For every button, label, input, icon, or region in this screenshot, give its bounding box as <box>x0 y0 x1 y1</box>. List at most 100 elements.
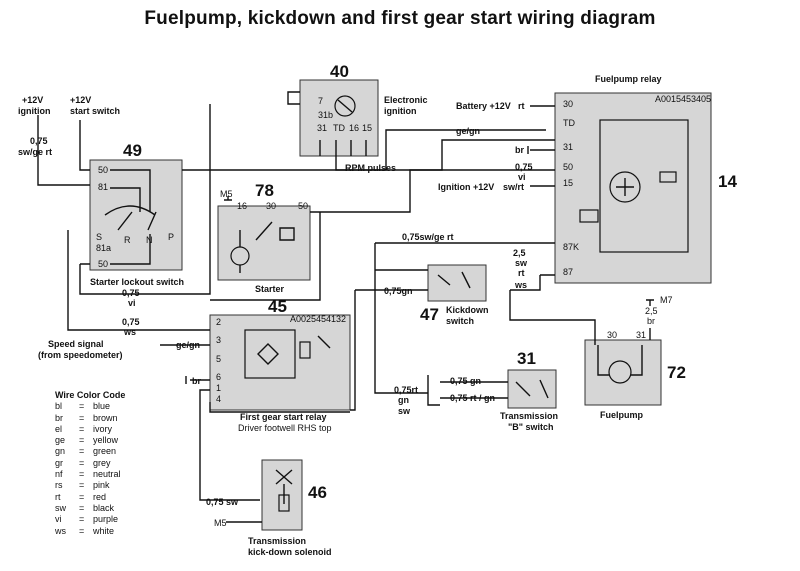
legend-row: sw=black <box>55 503 125 514</box>
c40-term-15: 15 <box>362 123 372 133</box>
c72-term-30: 30 <box>607 330 617 340</box>
c14-name: Fuelpump relay <box>595 74 662 84</box>
legend-code: vi <box>55 514 62 525</box>
c49-term-p: P <box>168 232 174 242</box>
legend-color-name: blue <box>93 401 111 412</box>
c45-number: 45 <box>268 297 287 316</box>
c47-number: 47 <box>420 305 439 324</box>
legend-heading: Wire Color Code <box>55 390 126 400</box>
legend-row: nf=neutral <box>55 469 125 480</box>
component-72-fuelpump: 72 30 31 M7 2,5 br Fuelpump <box>584 295 686 420</box>
component-49-starter-lockout-switch: 49 50 81 S R N P 81a 50 Starter lockout … <box>89 141 184 287</box>
c78-term-50: 50 <box>298 201 308 211</box>
label-ignsw: Ignition +12V <box>438 182 494 192</box>
c14-term-30: 30 <box>563 99 573 109</box>
legend-color-name: red <box>93 491 107 502</box>
legend-row: br=brown <box>55 413 125 424</box>
label-w075gn2: 0,75 gn <box>450 376 481 386</box>
legend-code: br <box>55 412 64 423</box>
c45-sub: Driver footwell RHS top <box>238 423 332 433</box>
legend-row: gr=grey <box>55 458 125 469</box>
c47-name-2: switch <box>446 316 474 326</box>
c49-number: 49 <box>123 141 142 160</box>
c49-term-s: S <box>96 232 102 242</box>
legend-color-name: purple <box>93 514 119 525</box>
c45-term-6: 6 <box>216 372 221 382</box>
c49-name: Starter lockout switch <box>90 277 184 287</box>
c14-part: A0015453405 <box>655 94 711 104</box>
legend-color-name: ivory <box>93 423 113 434</box>
c72-term-31: 31 <box>636 330 646 340</box>
c78-term-16: 16 <box>237 201 247 211</box>
c45-term-4: 4 <box>216 394 221 404</box>
legend-equals: = <box>79 525 85 536</box>
component-45-first-gear-start-relay: 45 A0025454132 2 3 5 6 1 4 First gear st… <box>209 297 351 433</box>
legend-equals: = <box>79 469 85 480</box>
c40-number: 40 <box>330 62 349 81</box>
legend-row: vi=purple <box>55 514 125 525</box>
c31-number: 31 <box>517 349 536 368</box>
legend-color-name: grey <box>93 457 111 468</box>
legend-code: gn <box>55 446 66 457</box>
c40-term-31b: 31b <box>318 110 333 120</box>
label-swrt: sw/rt <box>503 182 524 192</box>
label-battery: Battery +12V <box>456 101 511 111</box>
c72-ground: M7 <box>660 295 673 305</box>
c78-term-30: 30 <box>266 201 276 211</box>
legend-equals: = <box>79 480 85 491</box>
input-start-line1: +12V <box>70 95 91 105</box>
diagram-title: Fuelpump, kickdown and first gear start … <box>144 8 656 29</box>
c49-term-r: R <box>124 235 131 245</box>
c40-term-16: 16 <box>349 123 359 133</box>
c46-number: 46 <box>308 483 327 502</box>
legend-row: bl=blue <box>55 401 125 412</box>
c40-name-1: Electronic <box>384 95 428 105</box>
c49-term-81: 81 <box>98 182 108 192</box>
c14-term-15: 15 <box>563 178 573 188</box>
legend-equals: = <box>79 435 85 446</box>
label-rt: rt <box>518 101 525 111</box>
c14-term-31: 31 <box>563 142 573 152</box>
label-w075swgert: 0,75sw/ge rt <box>402 232 454 242</box>
component-40-electronic-ignition: 40 Electronic ignition 7 31b 31 TD 16 15… <box>287 62 546 173</box>
component-78-starter: 78 M5 16 30 50 Starter <box>217 181 311 294</box>
c46-name-2: kick-down solenoid <box>248 547 332 557</box>
legend-color-name: brown <box>93 412 118 423</box>
legend-row: ge = yellow <box>55 435 125 446</box>
c40-term-31: 31 <box>317 123 327 133</box>
label-br: br <box>515 145 524 155</box>
legend-code: sw <box>55 502 66 513</box>
c31-name-1: Transmission <box>500 411 558 421</box>
legend-color-name: yellow <box>93 435 119 446</box>
legend-equals: = <box>79 423 85 434</box>
component-31-transmission-b-switch: 31 Transmission "B" switch <box>500 349 558 432</box>
component-46-kickdown-solenoid: 46 Transmission kick-down solenoid M5 <box>214 459 332 557</box>
label-w075rt: 0,75rt <box>394 385 418 395</box>
legend-code: bl <box>55 401 63 412</box>
label-w075sw: 0,75 sw <box>206 497 239 507</box>
legend-color-name: white <box>93 525 115 536</box>
legend-row: el = ivory <box>55 424 125 435</box>
label-w075: 0,75 <box>515 162 533 172</box>
c49-term-81a: 81a <box>96 243 111 253</box>
input-ign-line1: +12V <box>22 95 43 105</box>
legend-code: el <box>55 423 63 434</box>
c31-name-2: "B" switch <box>508 422 554 432</box>
label-w075vi-a: 0,75 <box>122 288 140 298</box>
label-speed-2: (from speedometer) <box>38 350 123 360</box>
c40-term-td: TD <box>333 123 345 133</box>
input-wire-075: 0,75 <box>30 136 48 146</box>
component-47-kickdown-switch: 47 Kickdown switch <box>420 264 489 326</box>
c40-rpm-pulses: RPM pulses <box>345 163 396 173</box>
c72-name: Fuelpump <box>600 410 643 420</box>
label-w075vi-b: vi <box>128 298 136 308</box>
c45-term-5: 5 <box>216 354 221 364</box>
legend-code: nf <box>55 469 63 480</box>
legend-equals: = <box>79 502 85 513</box>
label-speed-1: Speed signal <box>48 339 104 349</box>
c45-part: A0025454132 <box>290 314 346 324</box>
legend-code: ge <box>55 435 66 446</box>
c47-name-1: Kickdown <box>446 305 489 315</box>
legend-code: gr <box>55 457 64 468</box>
